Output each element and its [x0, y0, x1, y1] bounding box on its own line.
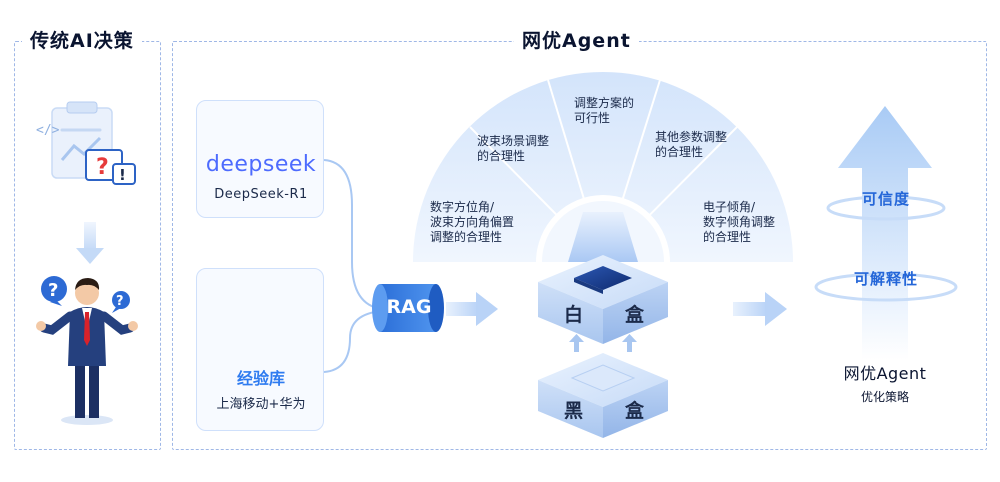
svg-text:?: ?: [116, 294, 124, 309]
fan-label-line: 的合理性: [703, 230, 752, 244]
traditional-ai-title: 传统AI决策: [22, 29, 142, 53]
fan-label-tilt: 电子倾角/ 数字倾角调整 的合理性: [703, 200, 775, 245]
fan-label-azimuth: 数字方位角/ 波束方向角偏置 调整的合理性: [430, 200, 514, 245]
deepseek-card: deepseek DeepSeek-R1: [196, 100, 324, 218]
fan-label-line: 电子倾角/: [703, 200, 756, 214]
knowledge-base-subtitle: 上海移动+华为: [216, 397, 306, 412]
knowledge-connector: [323, 310, 383, 373]
arrow-up-icon: [569, 334, 637, 352]
credibility-label: 可信度: [861, 190, 910, 208]
fan-label-line: 数字方位角/: [430, 200, 495, 214]
svg-text:?: ?: [48, 280, 58, 301]
rag-cylinder: [372, 284, 444, 332]
question-bubble-icon: ? !: [85, 149, 136, 185]
white-box-cube: [538, 255, 668, 344]
rag-label: RAG: [386, 296, 432, 318]
black-box-char-2: 盒: [625, 400, 645, 422]
fan-label-other-params: 其他参数调整 的合理性: [655, 130, 727, 160]
white-box-char-1: 白: [564, 304, 584, 326]
evaluation-fan: [413, 72, 793, 263]
deepseek-brand: deepseek: [205, 152, 317, 177]
fan-label-line: 可行性: [574, 111, 611, 125]
white-box-char-2: 盒: [625, 304, 645, 326]
light-beam: [568, 212, 638, 262]
netopt-agent-title: 网优Agent: [514, 29, 639, 53]
arrow-right-icon: [733, 292, 787, 326]
fan-label-feasibility: 调整方案的 可行性: [574, 96, 634, 126]
fan-label-line: 其他参数调整: [655, 130, 728, 144]
svg-text:?: ?: [96, 155, 109, 180]
big-arrow-up-icon: [814, 106, 958, 360]
fan-label-line: 数字倾角调整: [703, 215, 776, 229]
fan-label-line: 的合理性: [477, 149, 526, 163]
fan-label-line: 的合理性: [655, 145, 704, 159]
arrow-down-icon: [76, 222, 104, 264]
businessman-icon: ? ?: [36, 276, 138, 425]
explainability-label: 可解释性: [853, 270, 918, 288]
fan-label-line: 调整方案的: [574, 96, 635, 110]
svg-text:</>: </>: [36, 123, 60, 138]
black-box-cube: [538, 353, 668, 438]
black-box-char-1: 黑: [564, 400, 584, 422]
knowledge-base-card: 经验库 上海移动+华为: [196, 268, 324, 431]
knowledge-base-title: 经验库: [236, 369, 285, 388]
deepseek-model-label: DeepSeek-R1: [214, 187, 308, 202]
deepseek-connector: [323, 159, 383, 310]
output-strategy-label: 优化策略: [860, 390, 909, 404]
svg-text:!: !: [119, 166, 126, 184]
fan-label-line: 波束方向角偏置: [430, 215, 515, 229]
output-agent-title: 网优Agent: [843, 364, 927, 383]
arrow-right-icon: [446, 292, 498, 326]
fan-label-line: 调整的合理性: [430, 230, 503, 244]
fan-label-line: 波束场景调整: [477, 134, 550, 148]
fan-label-beam-scene: 波束场景调整 的合理性: [477, 134, 549, 164]
